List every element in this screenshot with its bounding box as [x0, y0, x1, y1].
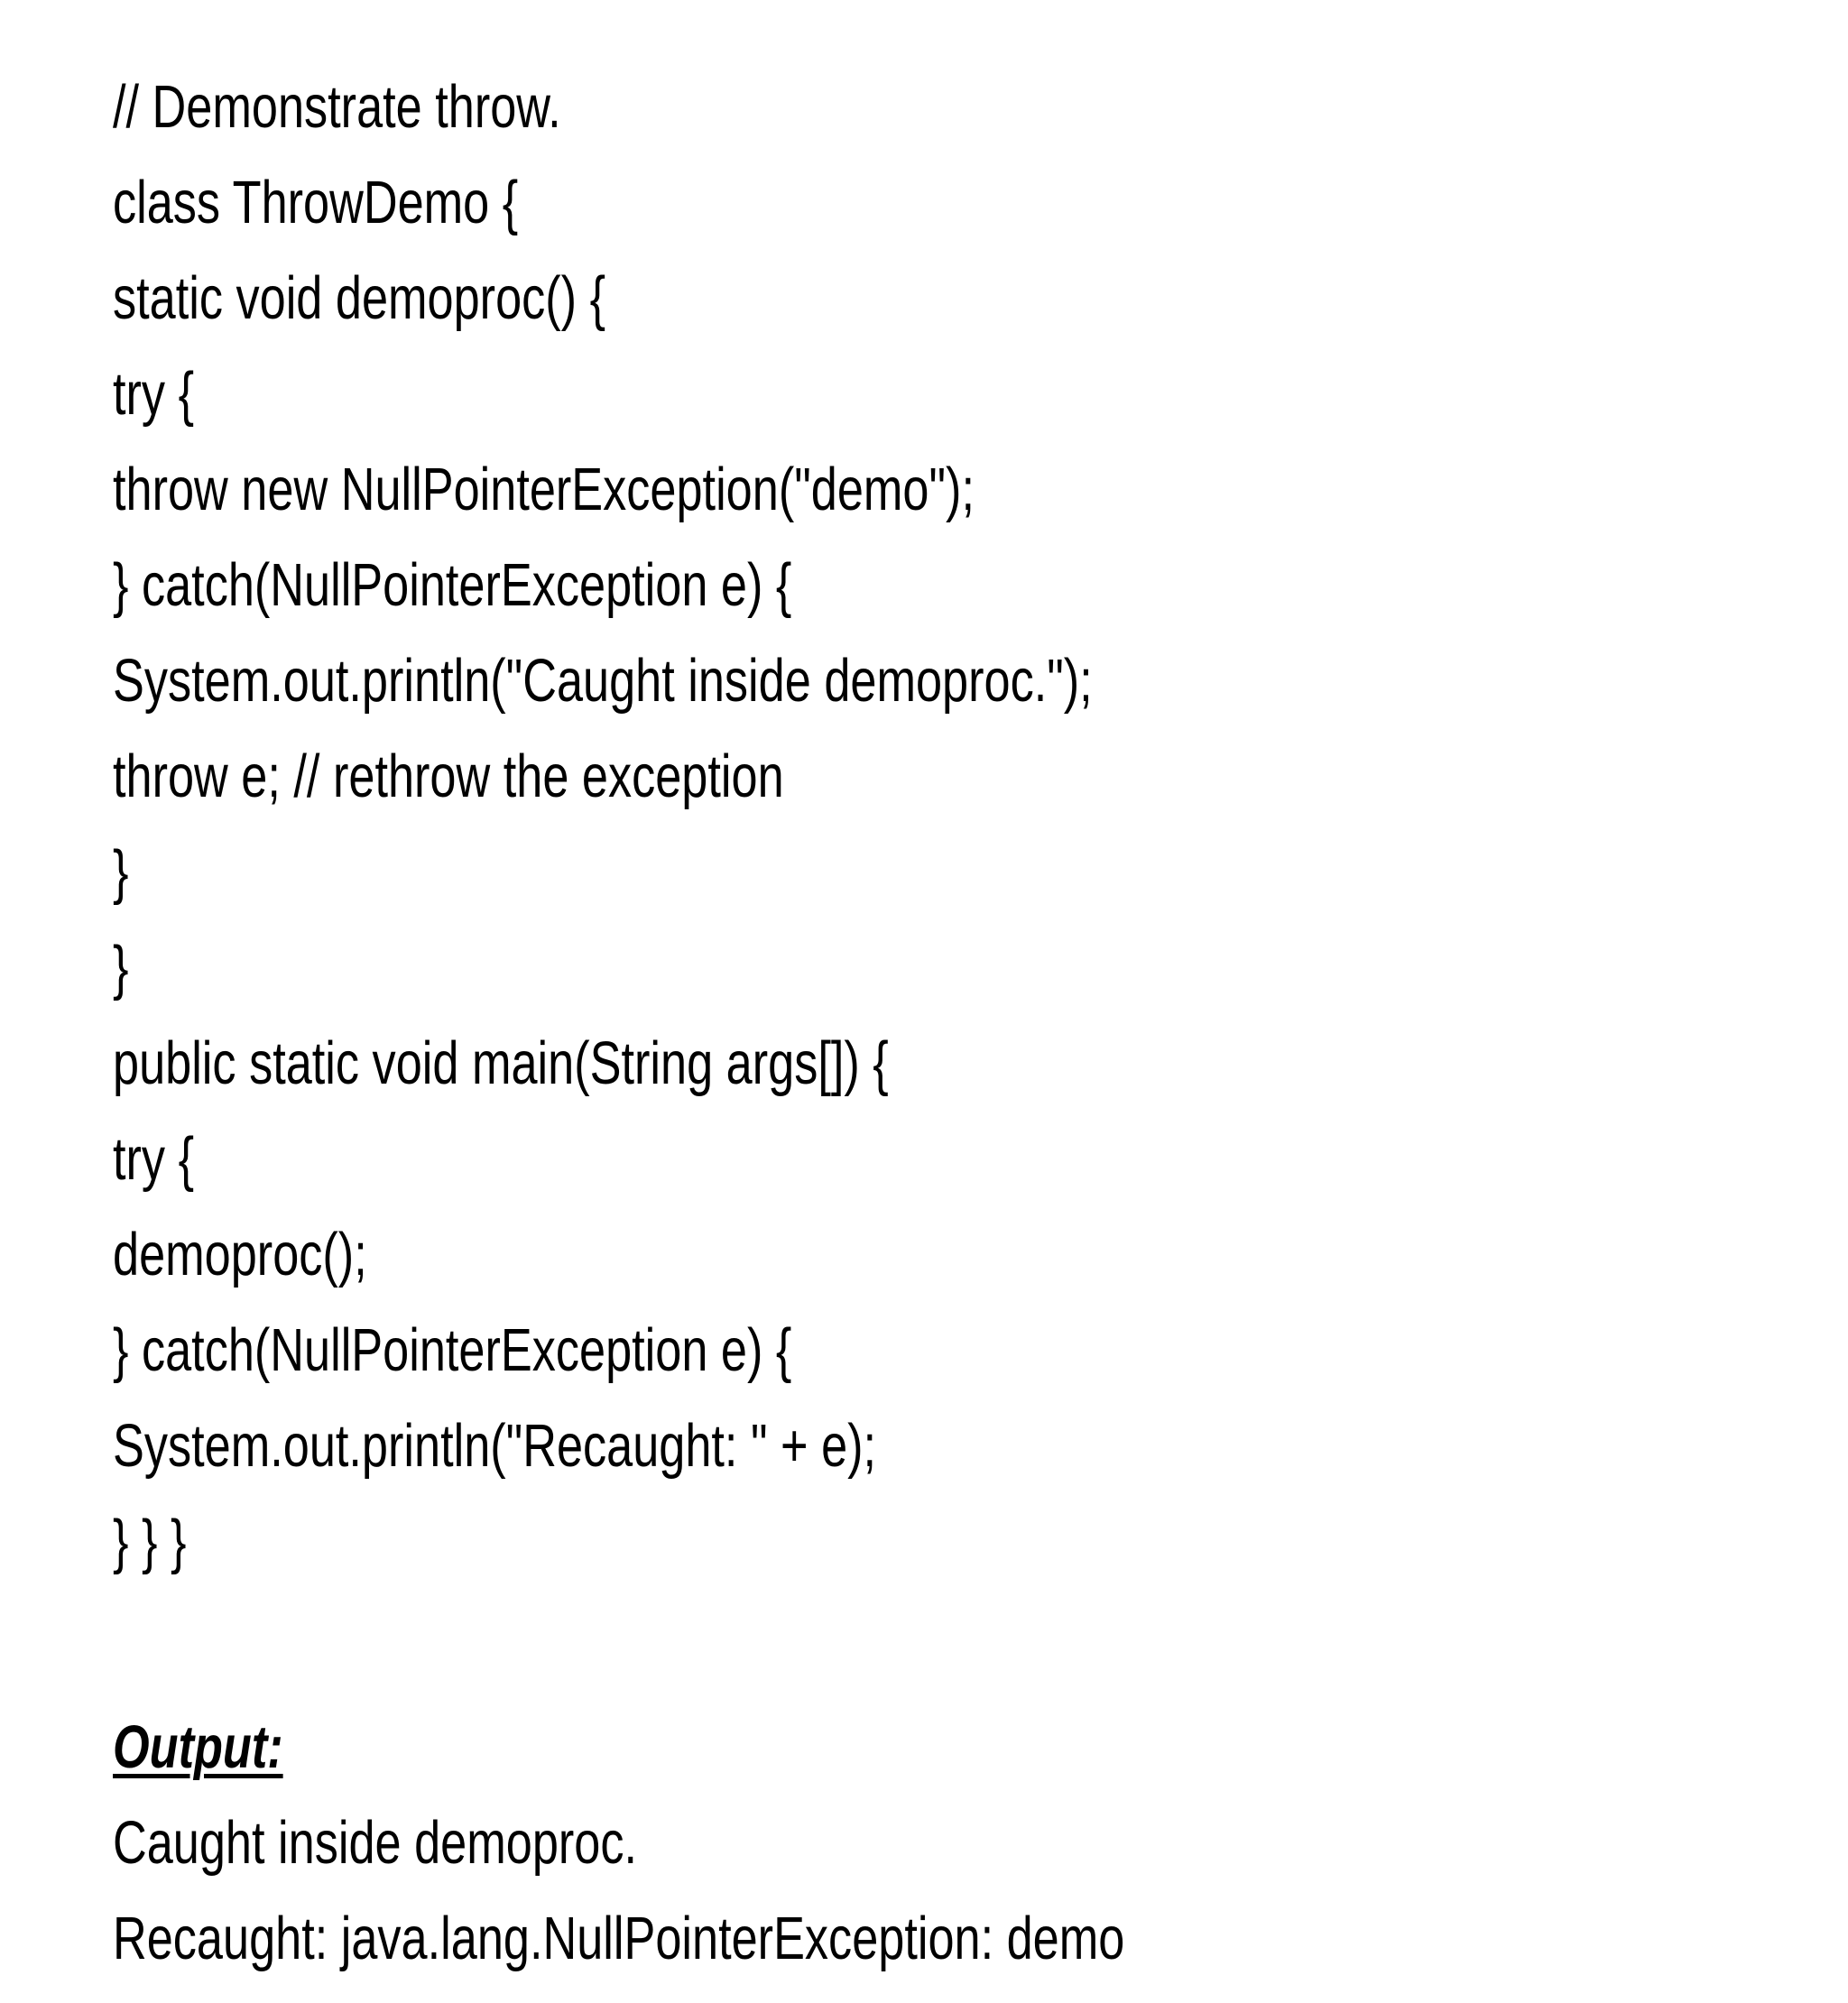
code-line: throw e; // rethrow the exception [113, 743, 784, 810]
code-line: } [113, 934, 129, 1002]
code-line: try { [113, 1125, 195, 1193]
output-heading: Output: [113, 1713, 283, 1781]
code-line: // Demonstrate throw. [113, 73, 561, 141]
code-line: System.out.println("Caught inside demopr… [113, 647, 1093, 715]
code-line: } catch(NullPointerException e) { [113, 551, 792, 619]
slide-page: // Demonstrate throw. class ThrowDemo { … [113, 75, 1125, 1971]
code-line: } } } [113, 1508, 187, 1575]
output-line: Recaught: java.lang.NullPointerException… [113, 1905, 1125, 1972]
code-line: public static void main(String args[]) { [113, 1029, 889, 1097]
code-line: System.out.println("Recaught: " + e); [113, 1412, 877, 1480]
output-heading-row: Output: [113, 1716, 1124, 1779]
content-column: // Demonstrate throw. class ThrowDemo { … [113, 43, 1124, 2003]
output-line: Caught inside demoproc. [113, 1809, 638, 1877]
code-line: static void demoproc() { [113, 264, 606, 332]
code-line: class ThrowDemo { [113, 169, 519, 236]
blank-line [113, 1622, 1124, 1667]
code-line: demoproc(); [113, 1221, 367, 1288]
code-line: try { [113, 360, 195, 428]
code-line: throw new NullPointerException("demo"); [113, 456, 975, 523]
code-line: } catch(NullPointerException e) { [113, 1316, 792, 1384]
code-line: } [113, 838, 129, 906]
